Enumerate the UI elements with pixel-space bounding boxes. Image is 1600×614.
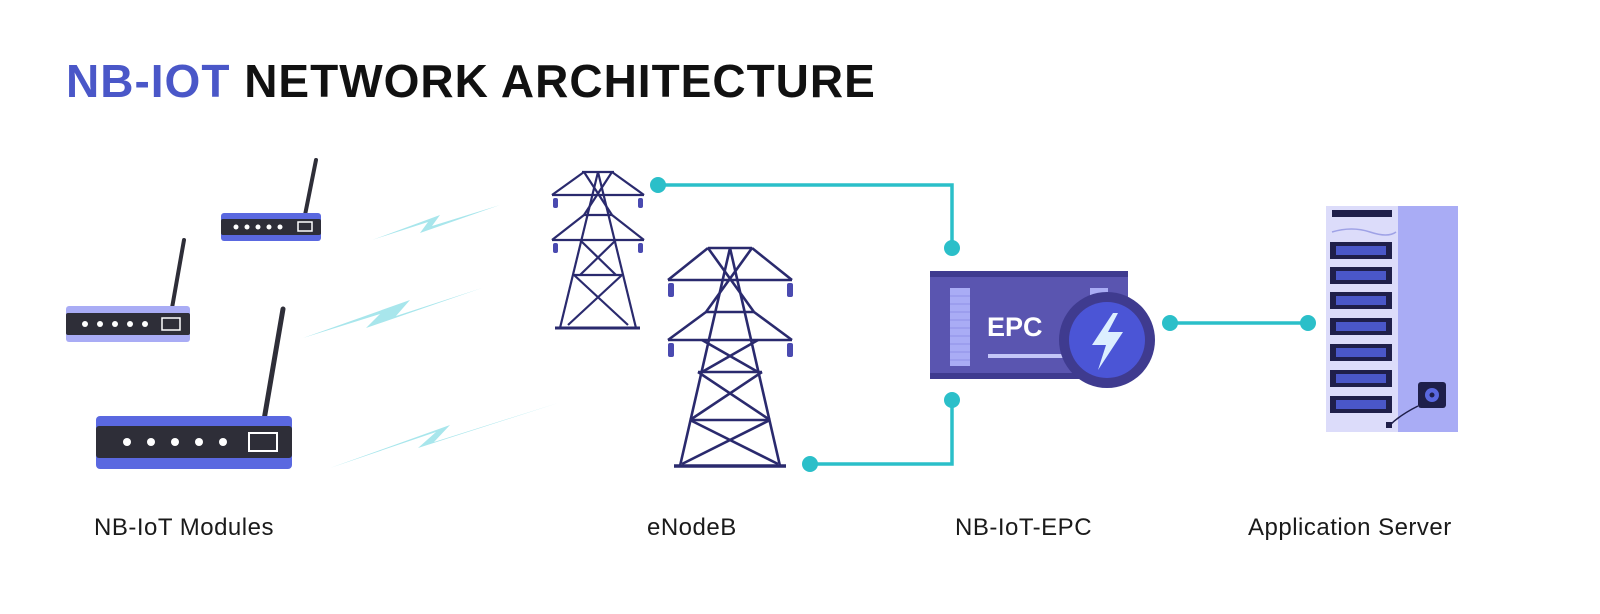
tower-back [551,170,645,330]
lightning-bolt-icon [1092,313,1123,370]
tower-front-insulators [668,283,793,357]
label-enodeb: eNodeB [647,514,737,541]
tower-front [667,246,793,468]
epc-badge [1059,292,1155,388]
title-accent: NB-IOT [66,55,231,107]
connector-top [650,177,960,256]
module-small-top [221,158,321,241]
tower-back-insulators [553,198,643,253]
label-nb-iot-modules: NB-IoT Modules [94,514,274,541]
lightning-signal-icon [372,205,500,240]
server-slots [1330,242,1392,413]
title-rest: NETWORK ARCHITECTURE [244,55,876,107]
application-server [1326,206,1458,432]
module-large-bottom [96,306,292,469]
lightning-signal-icon [303,288,482,338]
label-nb-iot-epc: NB-IoT-EPC [955,514,1093,541]
module-small-middle [66,238,190,342]
connector-bottom [802,392,960,472]
connector-epc-server [1162,315,1316,331]
page-title: NB-IOT NETWORK ARCHITECTURE [66,58,876,104]
epc-box-text: EPC [987,312,1043,342]
lightning-signal-icon [330,403,558,468]
label-application-server: Application Server [1248,514,1452,541]
